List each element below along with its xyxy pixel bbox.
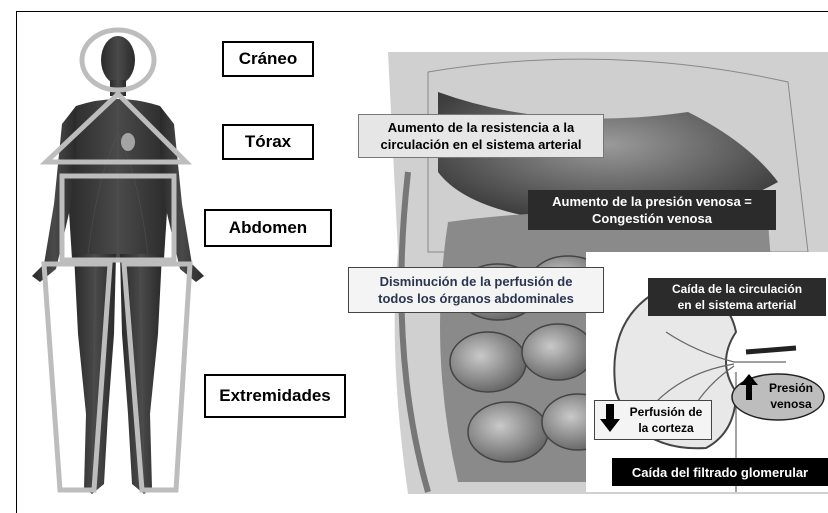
label-extremidades: Extremidades — [204, 374, 346, 418]
label-torax: Tórax — [222, 124, 314, 160]
callout-caida-circulacion: Caída de la circulación en el sistema ar… — [648, 278, 826, 316]
label-torax-text: Tórax — [245, 132, 291, 152]
region-outlines — [44, 30, 190, 490]
callout-perfusion: Disminución de la perfusión de todos los… — [348, 267, 604, 313]
frame-top-border — [16, 11, 828, 12]
callout-resistencia: Aumento de la resistencia a la circulaci… — [358, 114, 604, 158]
label-extremidades-text: Extremidades — [219, 386, 331, 406]
callout-presion-venosa-kidney: Presión venosa — [758, 378, 824, 414]
human-body-illustration — [18, 14, 248, 509]
callout-presion-venosa: Aumento de la presión venosa = Congestió… — [528, 190, 776, 230]
label-abdomen: Abdomen — [204, 209, 332, 247]
down-arrow-icon — [600, 404, 620, 432]
heart-highlight — [121, 133, 135, 151]
label-craneo-text: Cráneo — [239, 49, 298, 69]
callout-perfusion-corteza: Perfusión de la corteza — [622, 402, 710, 438]
label-craneo: Cráneo — [222, 41, 314, 77]
callout-filtrado-glomerular: Caída del filtrado glomerular — [612, 458, 828, 486]
up-arrow-icon — [740, 374, 758, 400]
label-abdomen-text: Abdomen — [229, 218, 307, 238]
frame-left-border — [16, 11, 17, 513]
